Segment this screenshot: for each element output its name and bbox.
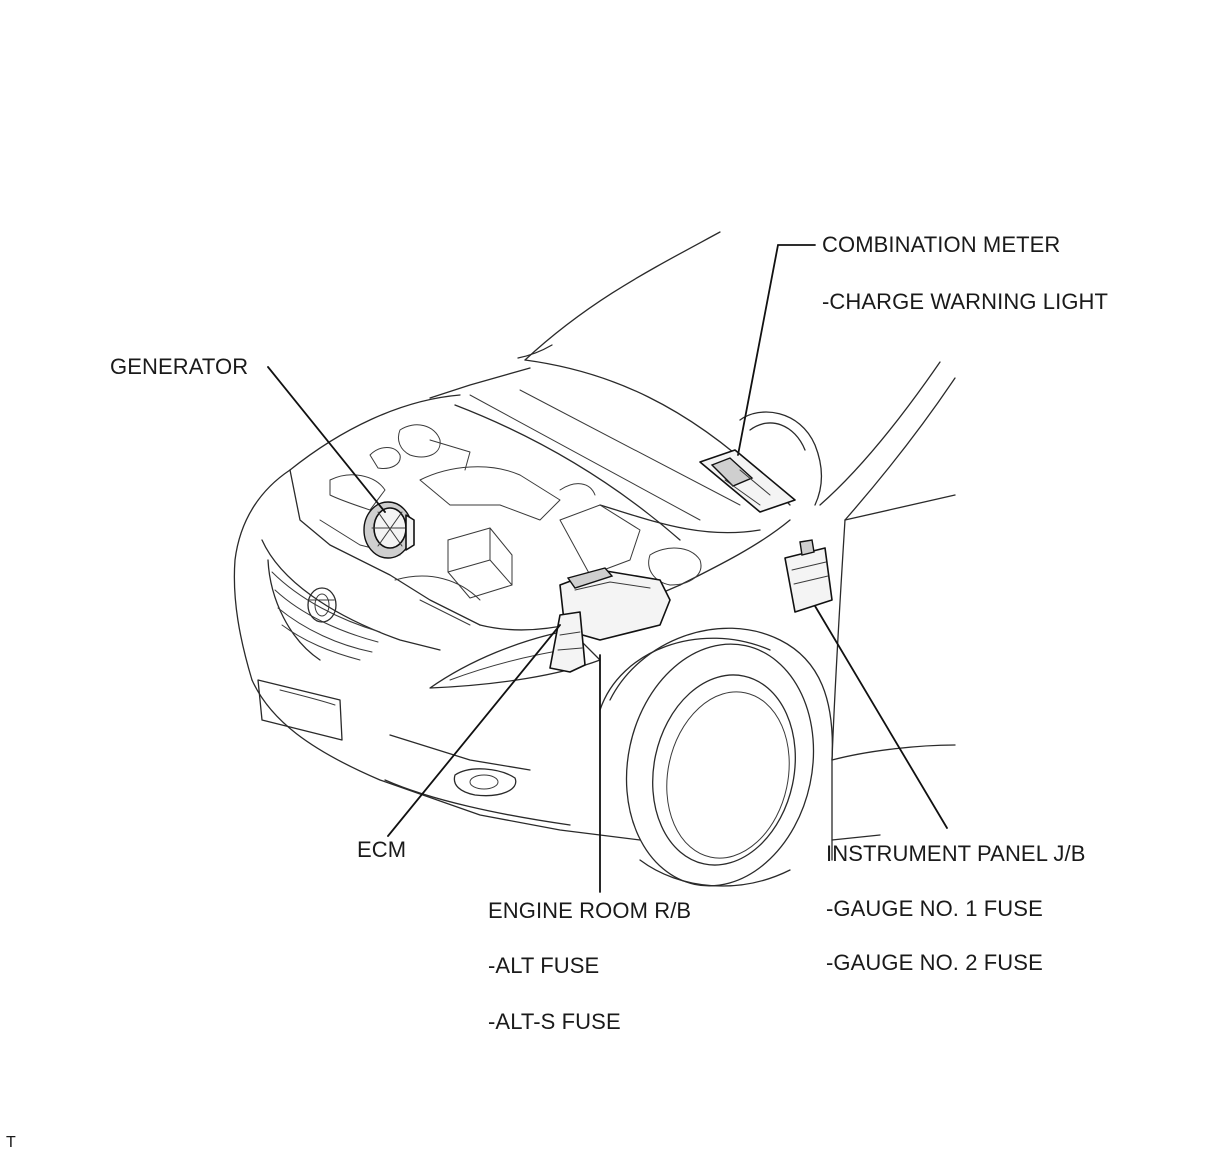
ecm-label: ECM: [357, 837, 407, 862]
combination-meter-label: COMBINATION METER: [822, 232, 1061, 257]
front-wheel: [599, 627, 834, 887]
instrument-panel-jb-label: INSTRUMENT PANEL J/B: [826, 841, 1086, 866]
hood: [429, 231, 791, 541]
alt-fuse-label: -ALT FUSE: [488, 953, 600, 978]
charge-warning-light-label: -CHARGE WARNING LIGHT: [822, 289, 1109, 314]
leader-generator: [267, 366, 386, 513]
alt-s-fuse-label: -ALT-S FUSE: [488, 1009, 621, 1034]
generator-part: [363, 501, 415, 559]
leader-ecm: [387, 624, 561, 837]
combination-meter-part: [699, 449, 796, 513]
engine-bay: [289, 394, 791, 631]
engine-room-rb-label: ENGINE ROOM R/B: [488, 898, 692, 923]
body-side: [599, 361, 956, 861]
leader-instrument-panel-jb: [814, 605, 948, 829]
instrument-panel-jb-part: [784, 539, 833, 613]
corner-mark: T: [6, 1134, 16, 1151]
ecm-engine-room-rb-part: [549, 567, 671, 673]
generator-label: GENERATOR: [110, 354, 249, 379]
gauge-no2-fuse-label: -GAUGE NO. 2 FUSE: [826, 950, 1043, 975]
leader-combination-meter: [737, 244, 816, 456]
leader-lines: [267, 244, 948, 893]
gauge-no1-fuse-label: -GAUGE NO. 1 FUSE: [826, 896, 1043, 921]
front-end: [233, 469, 641, 841]
